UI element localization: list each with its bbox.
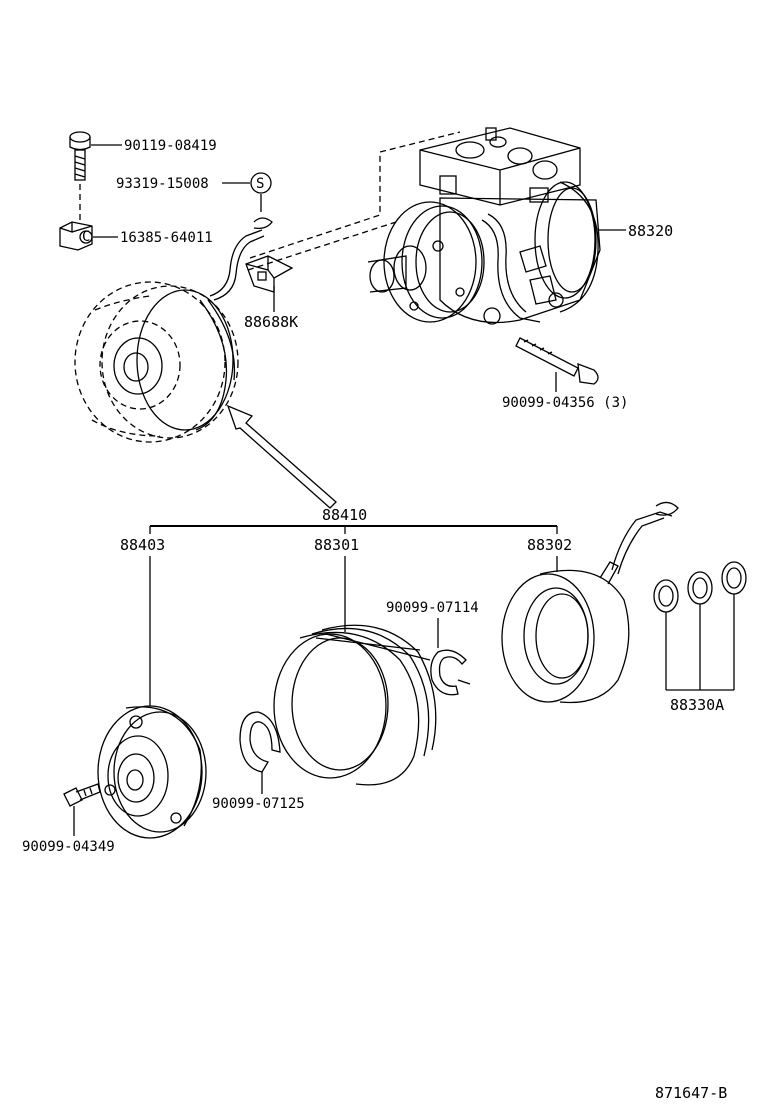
label-stator: 88302	[527, 536, 572, 554]
snap-ring-pulley-drawing	[239, 711, 281, 773]
label-clip-s: 93319-15008	[116, 176, 209, 192]
label-bolt-top: 90119-08419	[124, 138, 217, 154]
label-long-bolt: 90099-04356 (3)	[502, 395, 628, 411]
label-nut-c: 16385-64011	[120, 230, 213, 246]
label-compressor: 88320	[628, 222, 673, 240]
label-snap-ring-small: 90099-07114	[386, 600, 479, 616]
c-mark-label: C	[82, 229, 90, 245]
clutch-wire	[209, 229, 263, 297]
bracket-drawing	[245, 255, 294, 293]
label-pulley: 88301	[314, 536, 359, 554]
nut-c-drawing: C	[59, 221, 93, 251]
snap-ring-small-drawing	[430, 649, 471, 696]
pressure-plate-drawing	[97, 705, 207, 839]
assembly-arrow-icon	[226, 404, 337, 509]
clip-drawing	[253, 217, 273, 230]
label-shims: 88330A	[670, 696, 724, 714]
long-bolt-drawing	[515, 337, 599, 385]
label-pressure-plate: 88403	[120, 536, 165, 554]
label-clutch-assy: 88410	[322, 506, 367, 524]
compressor-drawing	[367, 127, 601, 325]
s-mark-label: S	[256, 176, 264, 192]
clutch-assembly-drawing	[74, 281, 239, 443]
s-mark-icon	[250, 172, 272, 194]
label-bracket: 88688K	[244, 313, 298, 331]
diagram-id: 871647-B	[655, 1084, 727, 1102]
label-snap-ring-pulley: 90099-07125	[212, 796, 305, 812]
plate-bolt-drawing	[63, 783, 101, 807]
bolt-top-drawing	[69, 131, 91, 181]
pulley-drawing	[273, 624, 437, 786]
stator-drawing	[501, 501, 679, 704]
label-plate-bolt: 90099-04349	[22, 839, 115, 855]
